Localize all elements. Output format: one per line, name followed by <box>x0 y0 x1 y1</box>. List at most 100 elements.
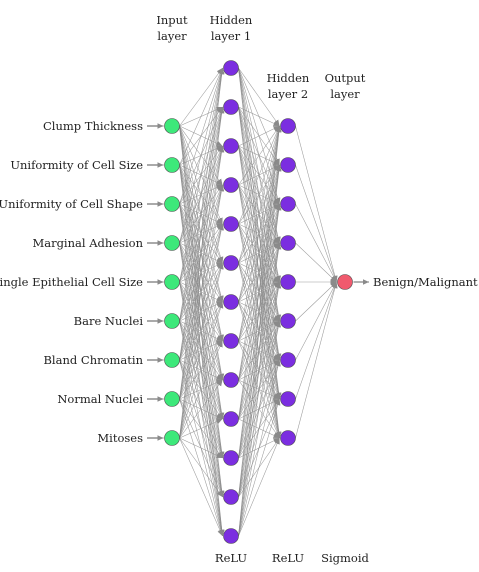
input-feature-label: Marginal Adhesion <box>32 236 143 250</box>
output-layer-title-line-2: layer <box>330 87 360 101</box>
edge-input-to-hidden1 <box>179 67 224 205</box>
input-node <box>164 391 180 407</box>
hidden-layer-2-title-line-1: Hidden <box>267 71 310 85</box>
edge-hidden1-to-hidden2 <box>238 203 282 537</box>
edge-hidden2-to-output <box>295 281 338 400</box>
input-layer-title-line-1: Input <box>156 13 188 27</box>
input-feature-label: Bare Nuclei <box>74 314 144 328</box>
edge-hidden2-to-output <box>295 281 338 439</box>
input-feature-label: Single Epithelial Cell Size <box>0 275 143 289</box>
hidden-layer-2-node <box>280 313 296 329</box>
input-node <box>164 274 180 290</box>
edge-hidden1-to-hidden2 <box>238 125 281 303</box>
edge-input-to-hidden1 <box>179 145 225 439</box>
edge-hidden1-to-hidden2 <box>238 164 282 537</box>
edge-hidden2-to-output <box>295 242 337 283</box>
edge-hidden1-to-hidden2 <box>238 125 280 225</box>
edge-input-to-hidden1 <box>179 184 225 439</box>
neurons <box>164 60 353 544</box>
edge-hidden1-to-hidden2 <box>238 125 282 498</box>
hidden-layer-1-node <box>223 138 239 154</box>
connection-edges <box>179 67 338 537</box>
hidden-layer-1-node <box>223 99 239 115</box>
input-node <box>164 430 180 446</box>
edge-hidden2-to-output <box>295 125 338 283</box>
edge-input-to-hidden1 <box>179 67 223 127</box>
hidden-layer-2-node <box>280 274 296 290</box>
hidden-layer-1-node <box>223 216 239 232</box>
input-node <box>164 196 180 212</box>
edge-hidden1-to-hidden2 <box>238 398 281 537</box>
input-node <box>164 235 180 251</box>
hidden-layer-2-node <box>280 196 296 212</box>
input-feature-label: Clump Thickness <box>43 119 143 133</box>
edge-hidden1-to-hidden2 <box>238 125 282 342</box>
hidden-layer-2-title-line-2: layer 2 <box>268 87 308 101</box>
edge-input-to-hidden1 <box>179 67 225 439</box>
edge-hidden1-to-hidden2 <box>238 125 282 381</box>
hidden-layer-1-node <box>223 294 239 310</box>
output-label: Benign/Malignant <box>373 275 478 289</box>
input-node <box>164 313 180 329</box>
hidden-layer-1-node <box>223 372 239 388</box>
edge-input-to-hidden1 <box>179 340 223 439</box>
edge-hidden1-to-hidden2 <box>238 125 280 147</box>
edge-hidden1-to-hidden2 <box>238 437 280 537</box>
edge-input-to-hidden1 <box>179 67 225 322</box>
hidden-layer-1-node <box>223 528 239 544</box>
input-feature-label: Uniformity of Cell Shape <box>0 197 143 211</box>
edge-input-to-hidden1 <box>179 437 223 459</box>
hidden-layer-1-node <box>223 255 239 271</box>
edge-input-to-hidden1 <box>179 301 224 439</box>
edge-hidden1-to-hidden2 <box>238 125 280 186</box>
edge-input-to-hidden1 <box>179 67 223 166</box>
hidden-layer-1-node <box>223 489 239 505</box>
edge-hidden1-to-hidden2 <box>238 67 280 127</box>
input-feature-label: Bland Chromatin <box>43 353 143 367</box>
edge-hidden1-to-hidden2 <box>238 242 282 537</box>
edge-input-to-hidden1 <box>179 437 223 498</box>
edge-hidden1-to-hidden2 <box>238 125 282 420</box>
output-layer-activation: Sigmoid <box>321 551 369 565</box>
hidden-layer-2-node <box>280 235 296 251</box>
input-node <box>164 118 180 134</box>
edge-input-to-hidden1 <box>179 223 224 439</box>
edge-input-to-hidden1 <box>179 379 223 439</box>
edge-input-to-hidden1 <box>179 262 224 439</box>
edge-input-to-hidden1 <box>179 67 225 361</box>
edge-hidden1-to-hidden2 <box>238 125 282 537</box>
edge-input-to-hidden1 <box>179 418 223 439</box>
hidden-layer-1-title-line-1: Hidden <box>210 13 253 27</box>
edge-input-to-hidden1 <box>179 437 223 537</box>
edge-hidden1-to-hidden2 <box>238 359 281 537</box>
edge-input-to-hidden1 <box>179 106 225 439</box>
output-node <box>337 274 353 290</box>
edge-hidden1-to-hidden2 <box>238 281 282 537</box>
hidden-layer-1-node <box>223 177 239 193</box>
edge-hidden2-to-output <box>295 203 337 283</box>
hidden-layer-2-node <box>280 118 296 134</box>
hidden-layer-1-node <box>223 333 239 349</box>
hidden-layer-1-title-line-2: layer 1 <box>211 29 251 43</box>
input-node <box>164 157 180 173</box>
edge-hidden2-to-output <box>295 164 338 283</box>
edge-hidden2-to-output <box>295 281 337 322</box>
hidden-layer-1-activation: ReLU <box>215 551 247 565</box>
edge-input-to-hidden1 <box>179 67 225 400</box>
input-feature-label: Normal Nuclei <box>57 392 143 406</box>
hidden-layer-1-node <box>223 450 239 466</box>
hidden-layer-1-node <box>223 411 239 427</box>
edge-hidden1-to-hidden2 <box>238 125 281 264</box>
output-layer-title-line-1: Output <box>325 71 366 85</box>
hidden-layer-1-node <box>223 60 239 76</box>
edge-hidden1-to-hidden2 <box>238 125 282 459</box>
input-node <box>164 352 180 368</box>
hidden-layer-2-node <box>280 157 296 173</box>
input-feature-label: Uniformity of Cell Size <box>10 158 143 172</box>
edge-input-to-hidden1 <box>179 67 224 283</box>
hidden-layer-2-activation: ReLU <box>272 551 304 565</box>
input-layer-title-line-2: layer <box>157 29 187 43</box>
edge-hidden2-to-output <box>295 281 337 361</box>
